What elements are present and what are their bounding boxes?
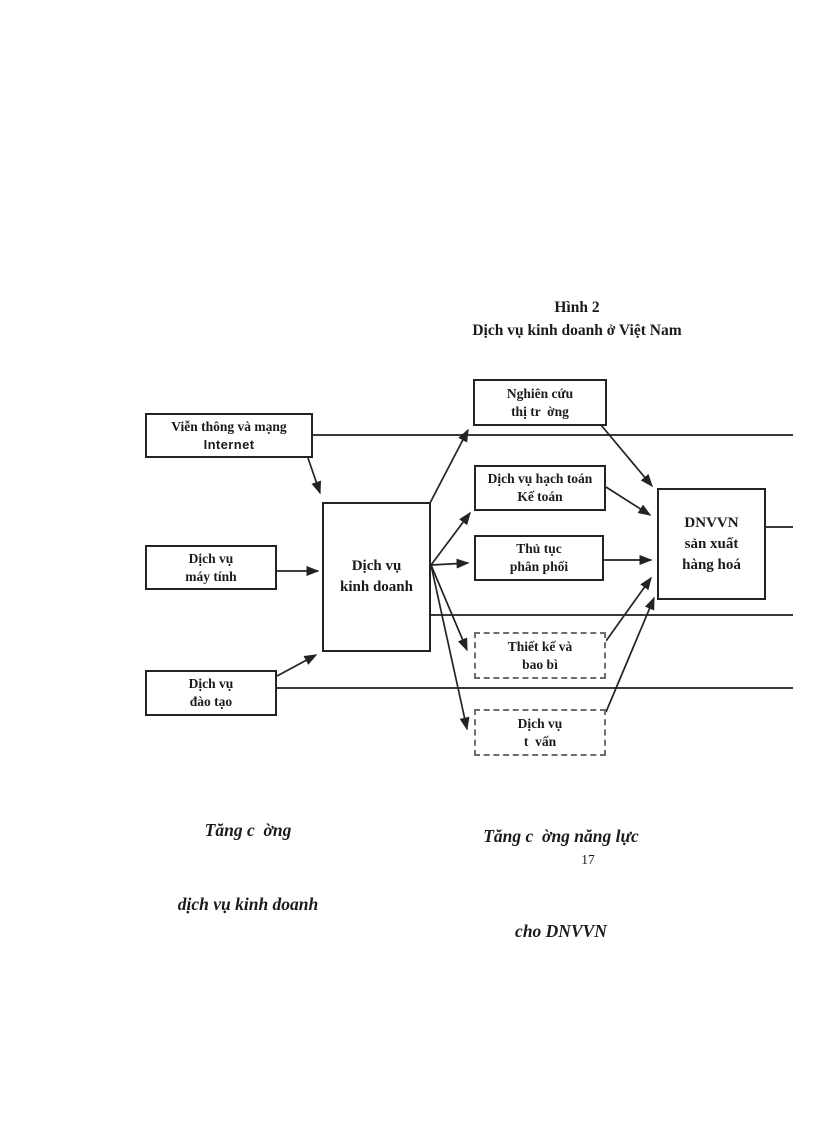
arrow-telecom-to-business xyxy=(307,457,321,495)
arrow-business-to-consulting xyxy=(430,564,470,731)
arrow-accounting-to-dnvvn xyxy=(605,486,652,516)
arrow-training-to-business xyxy=(276,654,318,677)
box-training-services: Dịch vụ đào tạo xyxy=(145,670,277,716)
arrow-business-to-packaging xyxy=(430,564,468,652)
box-training-line1: Dịch vụ xyxy=(188,676,234,692)
box-dnvvn-line3: hàng hoá xyxy=(682,556,741,573)
box-computer-line1: Dịch vụ xyxy=(188,550,234,566)
box-market-research: Nghiên cứu thị tr ờng xyxy=(473,379,607,426)
arrow-consulting-to-dnvvn xyxy=(605,596,655,713)
figure-title: Hình 2 xyxy=(554,299,600,316)
box-business-services: Dịch vụ kinh doanh xyxy=(322,502,431,652)
figure-subtitle: Dịch vụ kinh doanh ở Việt Nam xyxy=(472,322,682,339)
box-market-research-line1: Nghiên cứu xyxy=(506,385,574,401)
arrow-packaging-to-dnvvn xyxy=(605,576,652,642)
box-accounting-line1: Dịch vụ hạch toán xyxy=(487,471,593,487)
caption-left-line1: Tăng c ờng xyxy=(204,819,292,840)
box-telecom-line2: Internet xyxy=(203,436,255,452)
arrow-business-to-research xyxy=(429,428,469,504)
caption-strengthen-business-services: Tăng c ờng dịch vụ kinh doanh xyxy=(147,768,349,967)
arrow-business-to-distribution xyxy=(430,558,470,569)
box-telecom-internet: Viễn thông và mạng Internet xyxy=(145,413,313,458)
caption-right-line1: Tăng c ờng năng lực xyxy=(483,825,639,846)
box-consulting-services: Dịch vụ t vấn xyxy=(474,709,606,756)
box-telecom-line1: Viễn thông và mạng xyxy=(171,419,287,435)
arrow-research-to-dnvvn xyxy=(600,424,653,488)
box-dnvvn-line1: DNVVN xyxy=(684,514,739,531)
box-distribution-line2: phân phối xyxy=(509,559,569,574)
box-market-research-line2: thị tr ờng xyxy=(511,403,569,419)
box-consulting-line1: Dịch vụ xyxy=(517,715,563,731)
box-consulting-line2: t vấn xyxy=(523,733,557,749)
page-number: 17 xyxy=(581,852,595,867)
box-distribution-procedures: Thủ tục phân phối xyxy=(474,535,604,581)
box-accounting-services: Dịch vụ hạch toán Kế toán xyxy=(474,465,606,511)
caption-right-line2: cho DNVVN xyxy=(515,921,607,942)
box-packaging-line1: Thiết kế và xyxy=(507,638,573,654)
box-design-packaging: Thiết kế và bao bì xyxy=(474,632,606,679)
caption-strengthen-dnvvn-capacity: Tăng c ờng năng lực cho DNVVN xyxy=(448,757,674,1012)
box-business-line2: kinh doanh xyxy=(340,579,413,595)
caption-left-line2: dịch vụ kinh doanh xyxy=(177,894,319,915)
box-training-line2: đào tạo xyxy=(189,694,233,709)
box-business-line1: Dịch vụ xyxy=(351,558,402,574)
box-accounting-line2: Kế toán xyxy=(517,489,563,504)
box-dnvvn-line2: sản xuất xyxy=(684,535,739,552)
box-packaging-line2: bao bì xyxy=(522,656,558,672)
box-computer-line2: máy tính xyxy=(185,568,237,584)
box-distribution-line1: Thủ tục xyxy=(516,541,562,557)
box-computer-services: Dịch vụ máy tính xyxy=(145,545,277,590)
box-dnvvn-producers: DNVVN sản xuất hàng hoá xyxy=(657,488,766,600)
arrow-business-to-accounting xyxy=(430,511,471,566)
